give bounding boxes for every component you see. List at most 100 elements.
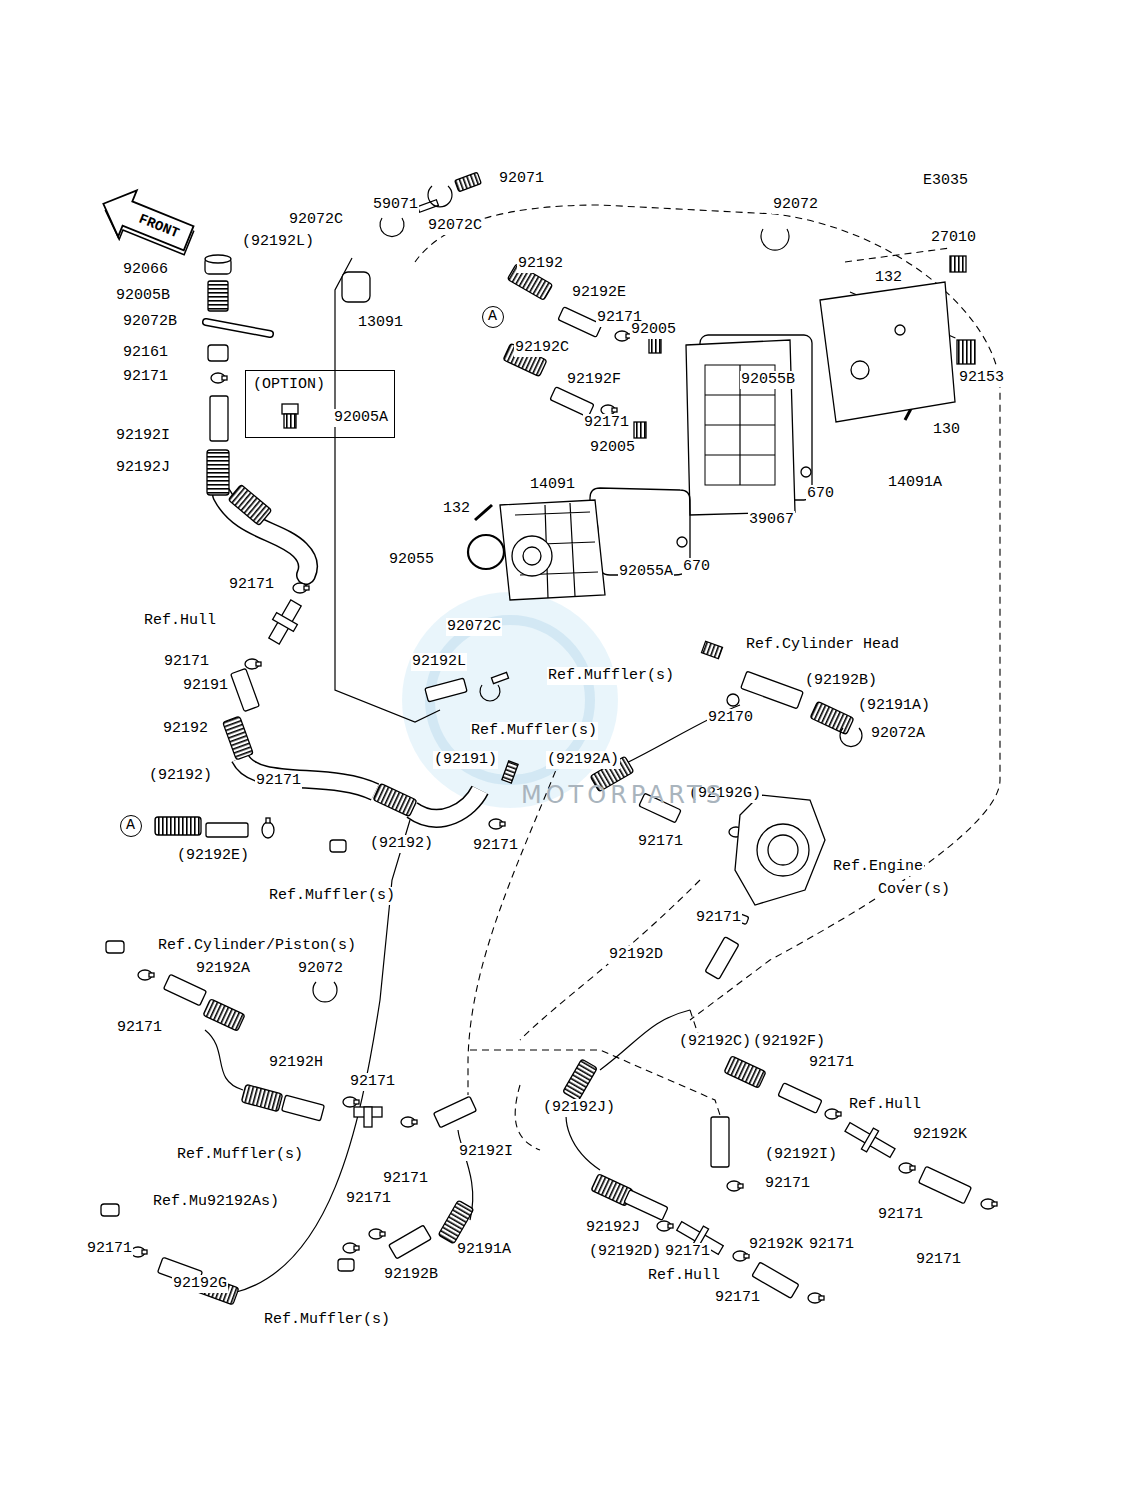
- callout-number: 92192I: [115, 427, 171, 445]
- callout-number: 92171: [228, 576, 275, 594]
- callout-number: (92192B): [804, 672, 878, 690]
- callout-number: (92192C): [678, 1033, 752, 1051]
- callout-number: 92171: [695, 909, 742, 927]
- reference-letter: A: [126, 817, 135, 835]
- callout-number: 92171: [116, 1019, 163, 1037]
- callout-number: 92005: [589, 439, 636, 457]
- callout-number: 92171: [86, 1240, 133, 1258]
- callout-number: 39067: [748, 511, 795, 529]
- front-arrow: FRONT: [98, 186, 194, 256]
- callout-number: 670: [806, 485, 835, 503]
- callout-number: (92192I): [764, 1146, 838, 1164]
- callout-number: 92005B: [115, 287, 171, 305]
- hose: [240, 758, 375, 792]
- callout-number: 14091A: [887, 474, 943, 492]
- callout-number: 92072C: [446, 618, 502, 636]
- callout-number: Ref.Muffler(s): [547, 667, 675, 685]
- callout-number: 92171: [664, 1243, 711, 1261]
- callout-number: 92192A: [206, 1193, 262, 1211]
- callout-number: 92072: [297, 960, 344, 978]
- cover-plate: [468, 282, 955, 905]
- callout-number: 92192K: [912, 1126, 968, 1144]
- callout-number: 92192I: [458, 1143, 514, 1161]
- assembly-line: [415, 205, 1000, 1150]
- callout-number: 132: [442, 500, 471, 518]
- watermark: MOTORPARTS: [520, 781, 726, 809]
- callout-number: Ref.Muffler(s): [176, 1146, 304, 1164]
- callout-number: (92192): [369, 835, 434, 853]
- callout-number: 92192: [517, 255, 564, 273]
- callout-number: 92161: [122, 344, 169, 362]
- callout-number: E3035: [922, 172, 969, 190]
- callout-number: 92072A: [870, 725, 926, 743]
- hose: [158, 307, 972, 1299]
- spring-hose: [155, 264, 854, 1305]
- hose: [412, 790, 480, 818]
- callout-number: Ref.Cylinder/Piston(s): [157, 937, 357, 955]
- callout-number: 132: [874, 269, 903, 287]
- reference-circle: A: [120, 815, 142, 837]
- callout-number: 92055A: [618, 563, 674, 581]
- callout-number: 92171: [915, 1251, 962, 1269]
- callout-number: 92171: [345, 1190, 392, 1208]
- callout-number: 92192A: [195, 960, 251, 978]
- callout-number: 92005: [630, 321, 677, 339]
- callout-number: 92072B: [122, 313, 178, 331]
- callout-number: 92171: [122, 368, 169, 386]
- callout-number: 92192D: [608, 946, 664, 964]
- fitting: [101, 172, 975, 1271]
- callout-number: 92066: [122, 261, 169, 279]
- callout-number: (92191A): [857, 697, 931, 715]
- callout-number: 92171: [472, 837, 519, 855]
- arrow-shadow: [97, 197, 194, 264]
- callout-number: 92192F: [566, 371, 622, 389]
- callout-number: (92192L): [241, 233, 315, 251]
- callout-number: Cover(s): [877, 881, 951, 899]
- callout-number: 92171: [714, 1289, 761, 1307]
- callout-number: 92192L: [411, 653, 467, 671]
- hose-path-line: [205, 258, 740, 1293]
- hose: [240, 758, 375, 792]
- callout-number: 27010: [930, 229, 977, 247]
- callout-number: 92072C: [288, 211, 344, 229]
- callout-number: Ref.Engine: [832, 858, 924, 876]
- callout-number: 92072: [772, 196, 819, 214]
- callout-number: 92191A: [456, 1241, 512, 1259]
- watermark-logo: [402, 592, 618, 808]
- callout-number: (92191): [433, 751, 498, 769]
- callout-number: 92192J: [585, 1219, 641, 1237]
- callout-number: 59071: [372, 196, 419, 214]
- callout-number: 92192J: [115, 459, 171, 477]
- callout-number: 92171: [808, 1236, 855, 1254]
- callout-number: 92005A: [334, 409, 388, 427]
- callout-number: 92171: [255, 772, 302, 790]
- callout-number: (92192A): [546, 751, 620, 769]
- callout-number: 92170: [707, 709, 754, 727]
- callout-number: 92072C: [427, 217, 483, 235]
- callout-number: 92171: [637, 833, 684, 851]
- arrow-outline: [94, 181, 198, 262]
- callout-number: 130: [932, 421, 961, 439]
- hose: [412, 790, 480, 818]
- reference-circle: A: [482, 306, 504, 328]
- callout-number: 92171: [808, 1054, 855, 1072]
- callout-number: 92192: [162, 720, 209, 738]
- callout-number: (92192J): [542, 1099, 616, 1117]
- callout-number: 92171: [877, 1206, 924, 1224]
- callout-number: 92192B: [383, 1266, 439, 1284]
- callout-number: 670: [682, 558, 711, 576]
- callout-number: Ref.Muffler(s): [470, 722, 598, 740]
- callout-number: 13091: [357, 314, 404, 332]
- callout-number: 92192K: [748, 1236, 804, 1254]
- callout-number: 92191: [182, 677, 229, 695]
- callout-number: 92071: [498, 170, 545, 188]
- callout-number: 92171: [764, 1175, 811, 1193]
- callout-number: 92055B: [740, 371, 796, 389]
- callout-number: (92192D): [588, 1243, 662, 1261]
- callout-number: 92192H: [268, 1054, 324, 1072]
- callout-number: (92192): [148, 767, 213, 785]
- callout-number: 92192G: [172, 1275, 228, 1293]
- callout-number: Ref.Muffler(s): [263, 1311, 391, 1329]
- callout-number: 92171: [349, 1073, 396, 1091]
- fitting-stack: [205, 255, 270, 383]
